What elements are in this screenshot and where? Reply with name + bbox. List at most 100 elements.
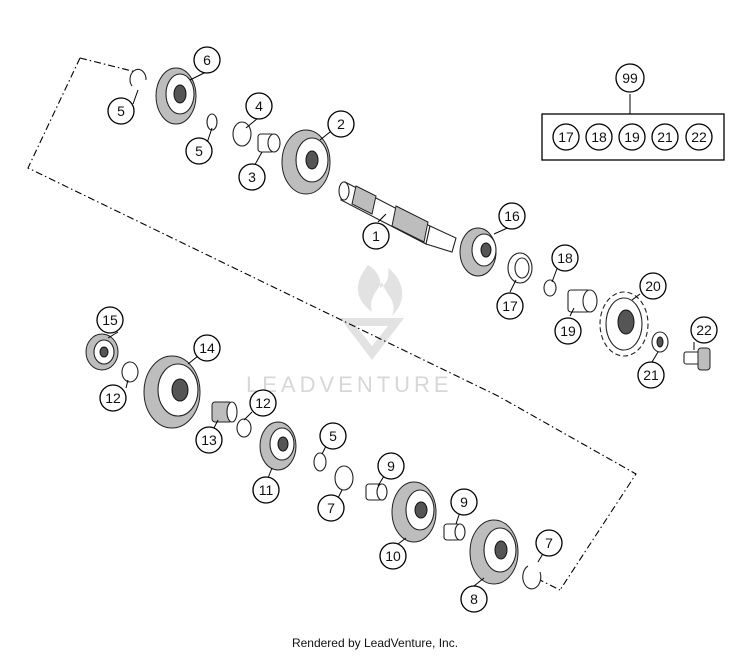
callout-label: 2	[337, 116, 345, 132]
bolt-22-part	[683, 347, 711, 371]
main-shaft-part	[338, 181, 457, 253]
callout-17[interactable]: 17	[496, 292, 524, 320]
callout-label: 18	[591, 129, 607, 145]
callout-label: 20	[645, 278, 661, 294]
callout-label: 4	[255, 98, 263, 114]
bush-3-part	[257, 133, 281, 153]
callout-5[interactable]: 5	[185, 137, 213, 165]
callout-label: 16	[504, 208, 520, 224]
gear-8-part	[469, 519, 519, 585]
kit-item-22[interactable]: 22	[685, 123, 713, 151]
callout-15[interactable]: 15	[96, 306, 124, 334]
callout-label: 5	[195, 143, 203, 159]
callout-1[interactable]: 1	[362, 222, 390, 250]
kit-item-21[interactable]: 21	[651, 123, 679, 151]
callout-label: 22	[691, 129, 707, 145]
callout-12[interactable]: 12	[99, 384, 127, 412]
callout-label: 11	[259, 482, 274, 498]
leader-lines	[107, 71, 695, 587]
callout-22[interactable]: 22	[690, 316, 718, 344]
kit-item-18[interactable]: 18	[585, 123, 613, 151]
circlip-part	[129, 68, 147, 87]
callout-14[interactable]: 14	[193, 334, 221, 362]
bush-9-part	[365, 483, 388, 501]
circlip-part	[206, 113, 218, 131]
callout-16[interactable]: 16	[498, 202, 526, 230]
callout-label: 12	[255, 395, 271, 411]
v-logo-icon	[340, 318, 404, 360]
kit-callout-99[interactable]: 99	[615, 63, 645, 93]
kit-99-group: 99 17 18 19 21 22	[541, 63, 725, 161]
flame-logo-icon	[357, 265, 403, 316]
watermark-text: LEADVENTURE	[246, 372, 453, 397]
callout-label: 19	[624, 129, 640, 145]
callout-2[interactable]: 2	[327, 110, 355, 138]
callout-20[interactable]: 20	[639, 272, 667, 300]
o-ring-18-part	[543, 279, 557, 297]
footer-credit: Rendered by LeadVenture, Inc.	[291, 636, 459, 650]
gear-11-part	[259, 421, 297, 471]
callout-7[interactable]: 7	[317, 494, 345, 522]
callout-label: 6	[203, 52, 211, 68]
callout-18[interactable]: 18	[551, 244, 579, 272]
callout-label: 17	[502, 298, 518, 314]
callout-label: 21	[657, 129, 673, 145]
circlip-part	[313, 452, 327, 472]
callout-11[interactable]: 11	[252, 476, 280, 504]
lower-parts	[85, 333, 542, 590]
callout-3[interactable]: 3	[238, 163, 266, 191]
bearing-15-part	[85, 333, 119, 371]
callout-label: 8	[470, 591, 478, 607]
callout-19[interactable]: 19	[554, 317, 582, 345]
kit-item-17[interactable]: 17	[552, 123, 580, 151]
callout-label: 19	[560, 323, 576, 339]
callout-label: 15	[102, 312, 118, 328]
spacer-19-part	[567, 289, 598, 313]
callout-5[interactable]: 5	[319, 422, 347, 450]
callout-label: 99	[622, 70, 638, 86]
callout-label: 3	[248, 169, 256, 185]
callout-label: 17	[558, 129, 574, 145]
callout-label: 7	[545, 535, 553, 551]
gear-10-part	[391, 481, 437, 543]
callout-9[interactable]: 9	[377, 452, 405, 480]
sprocket-20-part	[599, 291, 649, 357]
bearing-16-part	[459, 227, 497, 277]
callout-10[interactable]: 10	[379, 542, 407, 570]
callout-6[interactable]: 6	[193, 46, 221, 74]
callouts: 6 5 5 4 3 2 1 16 17 18 19 20 21 22 15 12…	[96, 46, 718, 613]
callout-label: 22	[696, 322, 712, 338]
callout-8[interactable]: 8	[460, 585, 488, 613]
washer-21-part	[651, 331, 669, 353]
callout-label: 7	[327, 500, 335, 516]
callout-7[interactable]: 7	[535, 529, 563, 557]
callout-label: 5	[329, 428, 337, 444]
callout-5[interactable]: 5	[107, 97, 135, 125]
callout-4[interactable]: 4	[245, 92, 273, 120]
leadventure-watermark: LEADVENTURE	[246, 265, 453, 397]
needle-bearing-13-part	[211, 401, 238, 423]
kit-item-19[interactable]: 19	[618, 123, 646, 151]
callout-21[interactable]: 21	[637, 361, 665, 389]
callout-label: 9	[387, 458, 395, 474]
callout-12[interactable]: 12	[249, 389, 277, 417]
seal-ring-17-part	[507, 252, 533, 284]
callout-label: 12	[105, 390, 121, 406]
upper-parts	[129, 67, 711, 371]
washer-12-part	[121, 361, 139, 383]
gear-2-part	[281, 129, 331, 195]
washer-12-part	[236, 418, 252, 438]
gear-6-part	[155, 67, 197, 125]
callout-label: 18	[557, 250, 573, 266]
callout-13[interactable]: 13	[195, 426, 223, 454]
callout-label: 10	[385, 548, 401, 564]
callout-label: 5	[117, 103, 125, 119]
circlip-part	[522, 565, 542, 590]
callout-label: 1	[372, 228, 380, 244]
callout-9[interactable]: 9	[450, 488, 478, 516]
callout-label: 21	[643, 367, 659, 383]
callout-label: 14	[199, 340, 215, 356]
washer-7-part	[334, 465, 354, 491]
callout-label: 9	[460, 494, 468, 510]
